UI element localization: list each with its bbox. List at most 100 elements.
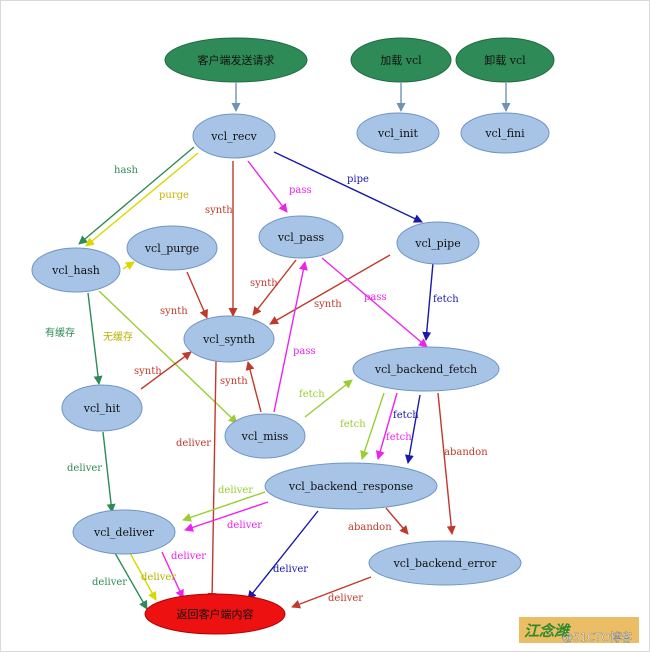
edge-pass-synth [252,259,297,316]
label-abandon-fetch: abandon [444,447,488,458]
node-vcl-synth: vcl_synth [183,315,275,363]
edge-hash-hit [87,292,103,385]
label-fetch-miss: fetch [299,389,325,400]
edge-error-return [291,576,372,609]
node-vcl-purge: vcl_purge [126,225,218,271]
edge-hit-deliver [102,431,116,513]
label-pass-miss: pass [293,346,316,357]
label-synth-miss: synth [220,376,248,387]
label-synth-pipe: synth [314,299,342,310]
edge-miss-pass [273,261,308,413]
label-pass-pass-fetch: pass [364,292,387,303]
node-client-send: 客户端发送请求 [164,37,308,83]
node-vcl-miss-label: vcl_miss [241,430,289,443]
node-vcl-backend-error: vcl_backend_error [368,540,522,586]
label-pass-recv: pass [289,185,312,196]
label-hash: hash [114,165,139,176]
node-vcl-hit-label: vcl_hit [83,402,121,415]
watermark: 江念潍 @51CTO博客 [519,617,639,644]
node-vcl-pass: vcl_pass [258,215,344,259]
node-vcl-hit: vcl_hit [61,384,143,432]
node-vcl-pipe: vcl_pipe [396,221,480,265]
label-purge: purge [159,190,189,201]
label-deliver-beresp-magenta: deliver [227,520,262,531]
edge-hit-synth [140,351,192,390]
edge-deliver-return-magenta [161,551,184,599]
node-load-vcl-label: 加载 vcl [380,54,422,67]
node-vcl-hash: vcl_hash [31,247,121,293]
node-vcl-backend-response: vcl_backend_response [264,462,438,510]
label-synth-pass: synth [250,278,278,289]
label-fetch-pipe: fetch [433,294,459,305]
node-vcl-recv-label: vcl_recv [210,130,257,143]
watermark-site-text: @51CTO博客 [562,630,632,644]
node-vcl-deliver-label: vcl_deliver [93,526,155,539]
edge-recv-pipe [273,151,423,223]
edge-pass-fetch [321,257,428,348]
node-unload-vcl: 卸载 vcl [455,37,555,83]
label-deliver-beresp-yellow: deliver [218,485,253,496]
node-vcl-pass-label: vcl_pass [277,231,325,244]
edge-beresp-return [247,510,319,600]
label-synth-hit: synth [134,366,162,377]
label-cached: 有缓存 [45,326,75,339]
label-deliver-deliver-magenta: deliver [171,551,206,562]
node-vcl-deliver: vcl_deliver [72,509,176,555]
label-pipe: pipe [347,174,369,185]
edge-beresp-error [385,507,409,535]
node-vcl-purge-label: vcl_purge [144,242,199,255]
label-deliver-hit: deliver [67,463,102,474]
label-synth-purge: synth [160,306,188,317]
label-deliver-synth: deliver [176,438,211,449]
edge-pipe-synth [269,254,391,325]
label-fetch-beresp-magenta: fetch [386,432,412,443]
label-deliver-beresp-blue: deliver [273,564,308,575]
node-unload-vcl-label: 卸载 vcl [484,53,526,67]
edge-fetch-beresp-magenta [375,392,398,460]
edge-beresp-deliver-magenta [184,501,269,532]
node-vcl-init: vcl_init [356,112,440,154]
node-vcl-recv: vcl_recv [192,113,276,159]
node-vcl-backend-fetch: vcl_backend_fetch [352,346,500,392]
edge-synth-return [207,360,217,602]
label-not-cached: 无缓存 [103,330,133,343]
edge-fetch-beresp-blue [404,394,421,464]
edge-fetch-beresp-yellow [360,392,385,460]
label-fetch-beresp-blue: fetch [393,410,419,421]
watermark-logo-bg [519,617,639,643]
node-return-content: 返回客户端内容 [144,593,286,635]
node-vcl-backend-fetch-label: vcl_backend_fetch [374,363,477,376]
label-fetch-beresp-yellow: fetch [340,419,366,430]
node-vcl-hash-label: vcl_hash [51,264,100,277]
edge-recv-purge [85,152,199,247]
node-vcl-synth-label: vcl_synth [202,333,255,346]
label-deliver-deliver-green: deliver [92,577,127,588]
edge-deliver-return-yellow [129,552,157,601]
node-vcl-backend-error-label: vcl_backend_error [393,557,498,570]
nodes: 客户端发送请求 加载 vcl 卸载 vcl vcl_init vcl_fini … [31,37,555,635]
label-synth-recv: synth [205,205,233,216]
label-deliver-deliver-yellow: deliver [141,572,176,583]
edge-hash-purge-hint [122,261,135,271]
edge-hash-miss [98,290,238,424]
edge-miss-fetch [304,379,353,418]
watermark-logo-text: 江念潍 [524,622,572,640]
label-abandon-beresp: abandon [348,522,392,533]
node-vcl-pipe-label: vcl_pipe [414,237,461,250]
node-return-content-label: 返回客户端内容 [177,607,254,621]
edge-recv-pass [247,160,288,213]
node-load-vcl: 加载 vcl [350,37,452,83]
node-client-send-label: 客户端发送请求 [198,53,275,67]
node-vcl-init-label: vcl_init [377,127,419,140]
edges [78,83,511,610]
node-vcl-fini-label: vcl_fini [484,127,525,140]
edge-fetch-error [437,392,456,535]
edge-deliver-return-green [114,552,148,610]
node-vcl-miss: vcl_miss [224,413,306,459]
edge-beresp-deliver-yellow [182,491,266,522]
node-vcl-fini: vcl_fini [460,112,550,154]
edge-recv-hash [78,146,195,245]
node-vcl-backend-response-label: vcl_backend_response [288,480,413,493]
